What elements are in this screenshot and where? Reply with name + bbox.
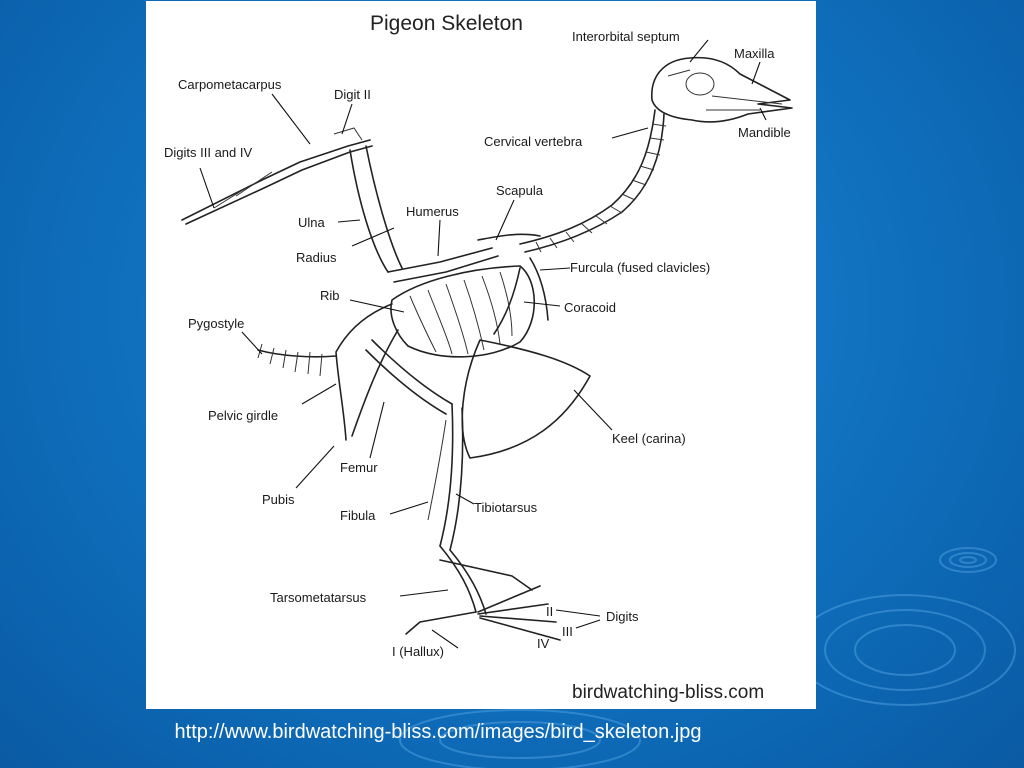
label-rib: Rib (320, 288, 340, 303)
label-maxilla: Maxilla (734, 46, 775, 61)
label-toe-ii: II (546, 604, 553, 619)
leader-lines (199, 39, 767, 649)
label-digits: Digits (606, 609, 639, 624)
label-toe-iv: IV (537, 636, 550, 651)
label-humerus: Humerus (406, 204, 459, 219)
label-pubis: Pubis (262, 492, 295, 507)
label-furcula: Furcula (fused clavicles) (570, 260, 710, 275)
label-tarsometatarsus: Tarsometatarsus (270, 590, 367, 605)
diagram-watermark: birdwatching-bliss.com (572, 682, 764, 703)
label-mandible: Mandible (738, 125, 791, 140)
label-pygostyle: Pygostyle (188, 316, 244, 331)
slide-caption-url: http://www.birdwatching-bliss.com/images… (0, 721, 1024, 744)
label-digit-ii: Digit II (334, 87, 371, 102)
label-fibula: Fibula (340, 508, 376, 523)
label-femur: Femur (340, 460, 378, 475)
label-hallux: I (Hallux) (392, 644, 444, 659)
label-carpometacarpus: Carpometacarpus (178, 77, 282, 92)
label-keel: Keel (carina) (612, 431, 686, 446)
label-coracoid: Coracoid (564, 300, 616, 315)
skeleton-illustration (181, 56, 793, 641)
label-cervical-vertebra: Cervical vertebra (484, 134, 583, 149)
diagram-title: Pigeon Skeleton (370, 12, 523, 35)
label-pelvic-girdle: Pelvic girdle (208, 408, 278, 423)
label-tibiotarsus: Tibiotarsus (474, 500, 538, 515)
label-digits-iii-and-iv: Digits III and IV (164, 145, 252, 160)
pigeon-skeleton-diagram: Pigeon Skeleton Interorbital septum Maxi… (146, 1, 816, 709)
label-radius: Radius (296, 250, 337, 265)
label-toe-iii: III (562, 624, 573, 639)
label-interorbital-septum: Interorbital septum (572, 29, 680, 44)
label-scapula: Scapula (496, 183, 544, 198)
caption-text: http://www.birdwatching-bliss.com/images… (174, 721, 702, 743)
label-ulna: Ulna (298, 215, 326, 230)
